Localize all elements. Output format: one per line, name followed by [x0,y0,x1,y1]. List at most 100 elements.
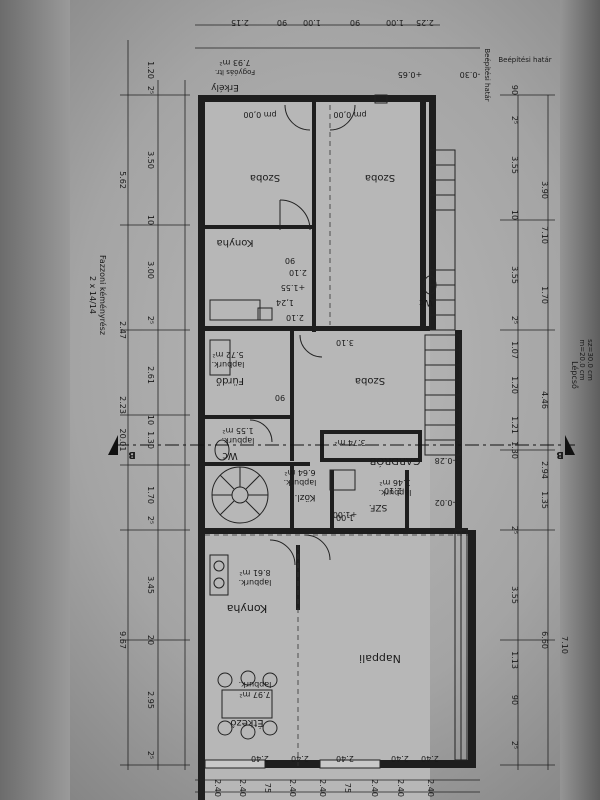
left-dim-outer-3: 20.01 [118,429,127,452]
room-furdo: Fürdő [216,375,244,387]
bottom-dim-1: 2.40 [238,779,247,797]
area-etkezo: 7.97 m² [239,690,270,699]
left-dim-outer-4: 9.67 [118,631,127,649]
level-pm100: +1.00 [333,510,358,519]
room-konyha-small: Konyha [217,237,254,248]
level-pm030: -0.30 [460,70,481,79]
room-nappali: Nappali [359,652,401,665]
area-konyha-label: lapburk. [239,578,272,587]
stair-note-sub2: sz=30.0 cm [586,339,594,381]
right-dim-12: 1.13 [510,651,519,669]
stair-note: Lépcső [570,361,580,389]
level-pm000-b: pm 0,00 [333,110,366,119]
top-dim-0: 2.15 [231,18,249,27]
level-pm065: +0.65 [398,70,423,79]
hidden-lines [205,105,468,770]
room-etkezo: Étkező [230,717,263,730]
area-garderob: 3.74 m² [334,438,365,447]
top-dim-2: 1.00 [303,18,321,27]
right-dim-7: 1.20 [510,376,519,394]
right-dim-13: 90 [510,695,519,705]
window-dim-1: 2.40 [291,754,309,763]
room-szoba-3: Szoba [355,375,385,386]
window-dim-0: 2.40 [251,754,269,763]
right-dim-14: 2⁵ [510,741,519,749]
right-dim-5: 2⁵ [510,316,519,324]
left-dim-10: 2⁵ [146,516,155,524]
top-dim-4: 1.00 [386,18,404,27]
room-szf: SZF. [369,502,387,512]
left-dim-6: 2.61 [146,366,155,384]
scan-shadow-left [0,0,70,800]
area-note: 7.93 m² [219,58,250,67]
door-dim-5: 2.10 [384,486,402,495]
left-dim-7: 10 [146,415,155,425]
left-dim-12: 20 [146,635,155,645]
level-pm028: -0.28 [435,456,456,465]
left-dim-outer-1: 2.47 [118,321,127,339]
left-dim-13: 2.95 [146,691,155,709]
bottom-dim-0: 2.40 [213,779,222,797]
left-dim-5: 2⁵ [146,316,155,324]
dimension-lines-right [500,94,555,770]
door-dim-0: 90 [285,256,295,265]
right-dim-outer-0: 3.90 [540,181,549,199]
right-dim-3: 10 [510,210,519,220]
terrace-rail [204,94,468,769]
room-garderob: GARDRÓB [369,455,420,468]
porch-label: Erkély [211,82,239,93]
door-dim-3: 90 [275,393,285,402]
left-dim-1: 2⁵ [146,86,155,94]
chimney-note: Fazzoni kéményrész [98,255,108,335]
left-dim-4: 3.00 [146,261,155,279]
dimension-lines-left [120,40,190,770]
right-dim-0: 90 [510,85,519,95]
area-kozl-label: lapburk. [284,478,317,487]
right-dim-6: 1.07 [510,341,519,359]
fixtures [209,275,437,740]
right-dim-outer-7: 7.10 [560,636,569,654]
room-konyha: Konyha [227,602,268,615]
door-dim-2: 2.10 [286,313,304,322]
section-line-bb [108,435,575,455]
boundary-label-2: Beépítési határ [498,56,551,64]
right-dim-outer-1: 7.10 [540,226,549,244]
room-kozl: Közl. [294,492,315,502]
left-dim-outer-0: 5.62 [118,171,127,189]
left-dim-9: 1.70 [146,486,155,504]
left-dim-8: 1.30 [146,431,155,449]
door-swings [249,104,356,566]
inner-walls [205,100,430,610]
boundary-label-1: Beépítési határ [483,48,491,101]
area-furdo: 5.72 m² [212,350,243,359]
right-dim-outer-6: 6.60 [540,631,549,649]
right-dim-8: 1.21 [510,416,519,434]
right-dim-10: 2⁵ [510,526,519,534]
bottom-dim-3: 2.40 [288,779,297,797]
top-dim-3: 90 [350,18,360,27]
door-dim-1: 2.10 [289,268,307,277]
chimney-note-sub: 2 x 14/14 [88,276,97,314]
left-dim-11: 3.45 [146,576,155,594]
bottom-dim-6: 2.40 [370,779,379,797]
area-szf-label: lapburk. [379,488,412,497]
bottom-dim-7: 2.40 [396,779,405,797]
dimension-lines-top-bottom [195,24,480,793]
window-dim-4: 2.40 [421,754,439,763]
right-dim-4: 3.55 [510,266,519,284]
room-szoba-1: Szoba [250,172,280,183]
bottom-dim-4: 2.40 [318,779,327,797]
bottom-dim-2: 75 [263,783,272,793]
room-szoba-2: Szoba [365,172,395,183]
section-marker-left: B [128,449,136,460]
area-szf: 3.46 m² [379,478,410,487]
stair-flight-right [424,149,461,456]
bottom-dim-8: 2.40 [426,779,435,797]
room-wc-2: Wc [419,297,433,307]
area-konyha: 8.61 m² [239,568,270,577]
window-dim-2: 2.40 [336,754,354,763]
area-note-sub: Fogyóás ltr. [215,68,255,76]
right-dim-outer-4: 2.94 [540,461,549,479]
